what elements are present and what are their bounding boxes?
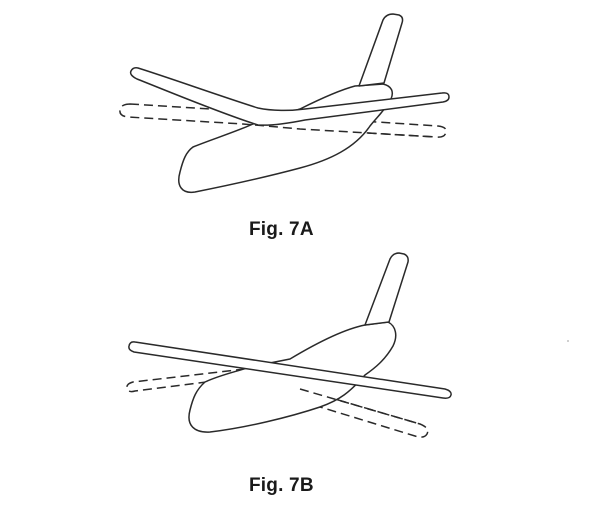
fig7b-vertical-fin	[364, 252, 409, 326]
scan-artifact	[567, 340, 569, 342]
fig7b-fuselage	[188, 321, 397, 433]
fig7b-dashed-wing-left	[126, 368, 246, 393]
figure-7b-drawing	[126, 252, 452, 438]
fig7a-dashed-wing-front	[254, 124, 437, 138]
figure-caption-7a: Fig. 7A	[249, 219, 314, 240]
fig7a-vertical-fin	[358, 13, 404, 87]
fig7b-dashed-wing-front	[299, 388, 421, 425]
fig7b-dashed-wing-right	[244, 379, 429, 438]
fig7a-dashed-wing	[119, 103, 447, 138]
figure-7a-drawing	[119, 13, 450, 194]
fig7a-bent-wing	[129, 67, 450, 126]
fig7b-tilted-wing	[128, 341, 452, 399]
figure-caption-7b: Fig. 7B	[249, 475, 314, 496]
